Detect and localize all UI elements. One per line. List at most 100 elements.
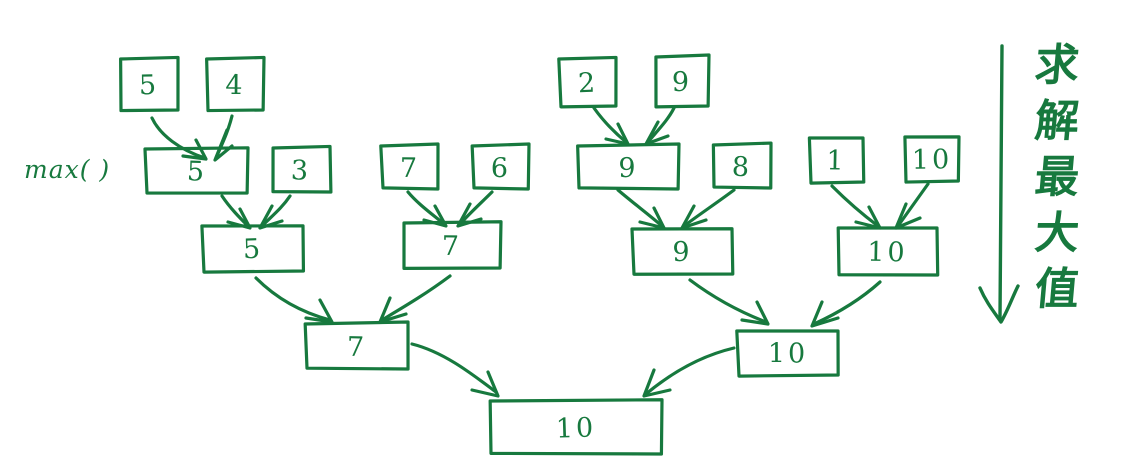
node-box: 7 [402,220,503,271]
node-box: 6 [470,142,531,191]
node-box: 4 [205,55,266,113]
edge-10-to-root [644,346,736,396]
edge-arrowhead [378,296,408,324]
node-box-outline [807,136,866,185]
edge-arrowhead [226,207,252,230]
node-value: 2 [577,68,598,100]
side-note-char-4: 值 [1032,264,1082,315]
side-note-char-0: 求 [1032,40,1082,91]
node-boxes-layer: 5 4 2 9 5 3 7 6 9 8 1 10 5 7 9 10 7 10 10 [119,53,961,456]
node-box-outline [488,398,664,456]
edge-10-to-10b [812,280,882,326]
node-value: 9 [672,67,693,98]
node-box-outline [119,55,180,113]
edge-7-to-7 [406,190,446,226]
node-box: 3 [271,144,333,194]
node-value: 7 [400,153,421,184]
node-box-outline [271,144,333,194]
node-box-outline [903,135,961,184]
node-value: 10 [867,237,908,269]
edge-arrowhead [644,120,670,146]
node-box: 9 [630,227,735,276]
node-value: 10 [912,144,953,175]
node-value: 9 [672,237,692,268]
edge-max9-to-9 [616,188,664,228]
node-value: 10 [555,412,596,444]
node-box-outline [735,329,840,378]
edge-arrowhead [894,202,922,230]
edge-7-to-root [410,342,498,394]
edge-10-to-10 [896,182,930,228]
edge-arrowhead [470,370,500,398]
edge-arrowhead [456,202,483,228]
node-box: 5 [143,146,250,195]
node-box: 9 [654,53,711,109]
node-box: 5 [119,55,180,113]
edge-arrowhead [740,300,770,326]
edge-max5-to-5 [220,194,250,228]
side-down-arrow-shaft [998,44,1004,320]
edge-3-to-5 [260,194,292,228]
edge-5-to-7 [254,276,332,322]
node-value: 3 [290,155,311,187]
edge-arrowhead [854,205,882,230]
edge-arrowhead [642,368,672,398]
side-note-char-1: 解 [1032,96,1082,147]
node-value: 8 [731,152,752,184]
node-box: 7 [379,142,440,191]
node-box-outline [711,141,773,190]
edge-arrowhead [638,206,666,230]
side-note-char-3: 大 [1032,208,1082,259]
node-box: 10 [488,398,664,456]
edge-arrowhead [181,138,208,161]
node-value: 5 [242,234,263,266]
node-value: 10 [768,339,808,370]
edge-arrowhead [604,122,630,146]
node-box-outline [630,227,735,276]
edge-arrowhead [680,204,708,230]
edge-5-to-max5 [150,116,207,160]
side-note-char-2: 最 [1032,152,1082,203]
node-box: 1 [807,136,866,185]
node-box-outline [205,55,266,113]
node-box: 2 [557,55,618,109]
side-note-find-maximum: 求解最大值 [1012,38,1102,328]
node-box: 10 [735,329,840,378]
edge-1-to-10 [830,184,880,228]
max-operation-label: max( ) [24,148,146,190]
node-box: 8 [711,141,773,190]
node-box: 7 [303,320,410,371]
node-box-outline [303,320,410,371]
max-operation-text: max( ) [24,154,111,184]
edge-arrowhead [213,128,234,162]
node-box: 10 [903,135,961,184]
arrows-layer [150,44,1020,398]
node-value: 6 [491,153,512,184]
node-value: 5 [186,156,207,188]
edge-9-to-10 [688,278,768,324]
node-box: 10 [836,226,940,277]
side-down-arrow-head [978,284,1020,324]
node-box: 5 [200,224,306,274]
node-value: 9 [618,153,639,184]
edge-arrowhead [422,204,448,228]
node-value: 7 [347,332,368,363]
edge-arrowhead [810,300,840,328]
edge-arrowhead [258,204,284,230]
edge-2-to-max9 [592,106,628,144]
node-value: 4 [225,70,246,101]
edge-8-to-9 [682,188,736,228]
node-box-outline [836,226,940,277]
node-value: 1 [826,145,847,176]
node-value: 7 [442,231,463,262]
node-box-outline [654,53,711,109]
node-box-outline [143,146,250,195]
edge-6-to-7 [458,190,494,226]
node-box-outline [470,142,531,191]
node-box: 9 [576,142,681,191]
edge-7-to-7b [380,274,452,322]
node-value: 5 [139,70,160,101]
node-box-outline [557,55,618,109]
node-box-outline [379,142,440,191]
